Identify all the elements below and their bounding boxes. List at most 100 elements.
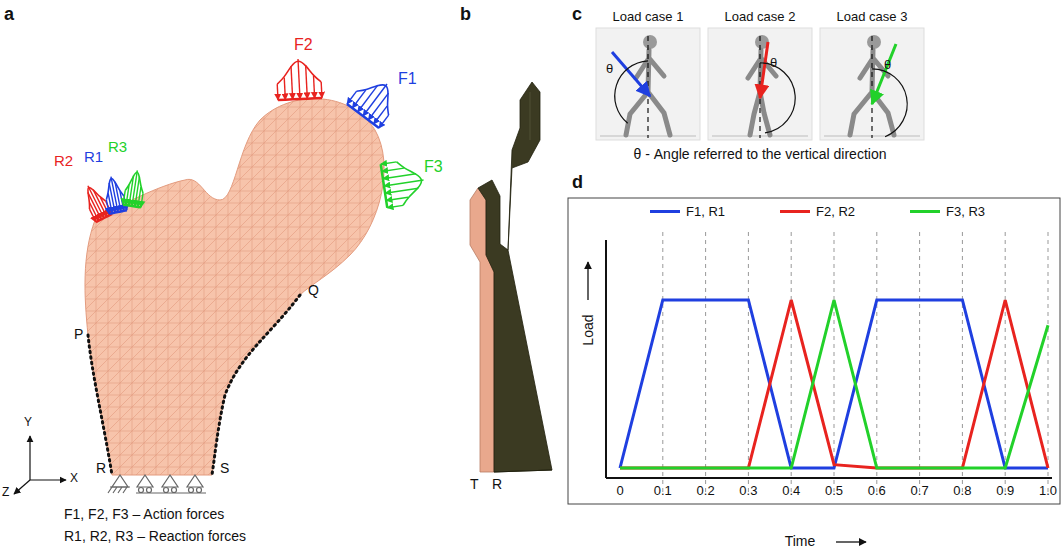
legend-item: F3, R3	[910, 204, 985, 219]
axis-tick: 0.9	[996, 484, 1014, 499]
label: θ	[606, 62, 613, 77]
illustration-part	[108, 475, 206, 493]
illustration-part	[379, 115, 389, 128]
illustration-part	[587, 262, 588, 300]
illustration-part	[708, 28, 812, 140]
illustration-part	[397, 162, 422, 206]
illustration-part	[374, 106, 387, 124]
panel-letter: d	[572, 172, 583, 193]
legend-swatch	[780, 210, 810, 213]
legend-swatch	[650, 210, 680, 213]
illustration-part	[872, 69, 907, 137]
label: Y	[24, 416, 32, 430]
illustration-part	[106, 179, 124, 200]
illustration-part	[88, 335, 112, 475]
label: θ	[884, 58, 891, 73]
legend-swatch	[910, 210, 940, 213]
illustration-part	[187, 475, 203, 487]
illustration-part	[615, 61, 648, 123]
axis-tick: Time	[785, 533, 816, 549]
illustration-part	[381, 164, 388, 208]
illustration-part	[1048, 232, 1049, 496]
illustration-part	[820, 28, 924, 140]
illustration-part	[90, 209, 96, 222]
label: R2	[54, 152, 73, 169]
illustration-part	[347, 91, 357, 104]
axis-tick: 0.2	[697, 484, 715, 499]
axis-tick: 0.7	[911, 484, 929, 499]
legend-text: F3, R3	[946, 204, 985, 219]
illustration-part	[836, 541, 866, 542]
legend-item: F1, R1	[650, 204, 725, 219]
illustration-part	[962, 232, 963, 496]
illustration-part	[298, 59, 300, 99]
panel-letter: a	[4, 4, 14, 25]
illustration-part	[88, 187, 106, 209]
illustration-part	[748, 232, 749, 496]
illustration-part	[357, 85, 389, 115]
illustration-part	[606, 477, 1052, 479]
label: R3	[108, 138, 127, 155]
illustration-part	[123, 190, 125, 204]
legend-item: F2, R2	[780, 204, 855, 219]
illustration-part	[568, 198, 1060, 504]
illustration-part	[320, 82, 322, 98]
illustration-part	[596, 28, 700, 140]
illustration-part	[164, 488, 169, 493]
axis-tick: 0	[616, 484, 623, 499]
illustration-part	[612, 52, 650, 96]
illustration-part	[197, 488, 202, 493]
illustration-part	[382, 168, 404, 171]
illustration-part	[1005, 232, 1006, 496]
illustration-part	[137, 475, 153, 487]
distributed-load	[347, 84, 389, 128]
illustration-part	[705, 232, 706, 496]
illustration-part	[872, 44, 896, 104]
label: F1	[398, 70, 417, 88]
label: R1, R2, R3 – Reaction forces	[64, 528, 246, 544]
illustration-part	[347, 104, 379, 128]
illustration-part	[306, 65, 308, 99]
illustration-part	[109, 183, 115, 213]
illustration-part	[278, 98, 322, 100]
label: P	[74, 326, 83, 342]
label: R	[492, 476, 502, 492]
illustration-part	[478, 82, 552, 472]
axis-tick: 0.3	[739, 484, 757, 499]
illustration-part	[14, 480, 30, 494]
illustration-part	[605, 240, 607, 478]
legend-text: F2, R2	[816, 204, 855, 219]
illustration-part	[352, 90, 365, 108]
illustration-part	[919, 232, 920, 496]
illustration-part	[871, 36, 872, 138]
illustration-part	[30, 479, 66, 480]
label: Load case 2	[725, 10, 796, 25]
illustration-part	[834, 232, 835, 496]
illustration-part	[760, 63, 795, 133]
illustration-part	[106, 200, 109, 214]
femur-model	[85, 99, 384, 493]
illustration-part	[383, 174, 416, 179]
illustration-part	[112, 475, 128, 487]
label: Load	[580, 314, 596, 345]
illustration-part	[647, 36, 648, 138]
distributed-load	[381, 162, 424, 208]
illustration-part	[277, 84, 279, 100]
label: F3	[424, 158, 443, 176]
distributed-load	[123, 170, 143, 207]
force-arrows	[88, 59, 424, 222]
illustration-part	[876, 232, 877, 496]
slab-3d-view	[470, 82, 552, 472]
illustration-part	[620, 300, 1048, 468]
illustration-part	[125, 172, 143, 193]
illustration-part	[189, 488, 194, 493]
illustration-part	[643, 35, 657, 49]
axis-tick: 0.5	[825, 484, 843, 499]
panel-letter: b	[460, 4, 471, 25]
illustration-part	[867, 35, 881, 49]
illustration-part	[139, 488, 144, 493]
legend-text: F1, R1	[686, 204, 725, 219]
label: F1, F2, F3 – Action forces	[64, 506, 224, 522]
distributed-load	[277, 59, 322, 100]
distributed-load	[106, 177, 126, 214]
